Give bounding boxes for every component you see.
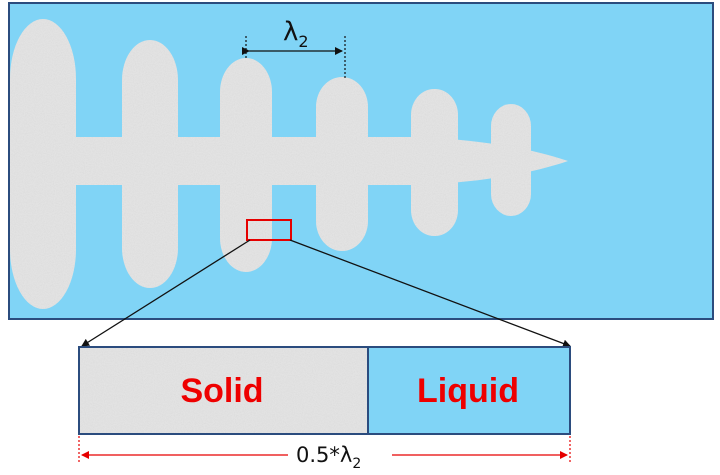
secondary-arm-6: [491, 104, 531, 216]
secondary-arm-1: [10, 19, 76, 309]
secondary-arm-2: [122, 40, 178, 288]
liquid-label: Liquid: [417, 372, 519, 410]
width-dimension: 0.5*λ2: [79, 436, 570, 472]
secondary-arm-5: [411, 89, 458, 236]
solid-label: Solid: [180, 372, 263, 410]
width-label: 0.5*λ2: [296, 443, 361, 472]
detail-panel: Solid Liquid: [79, 347, 570, 434]
primary-trunk: [40, 137, 568, 185]
secondary-arm-4: [316, 77, 368, 251]
